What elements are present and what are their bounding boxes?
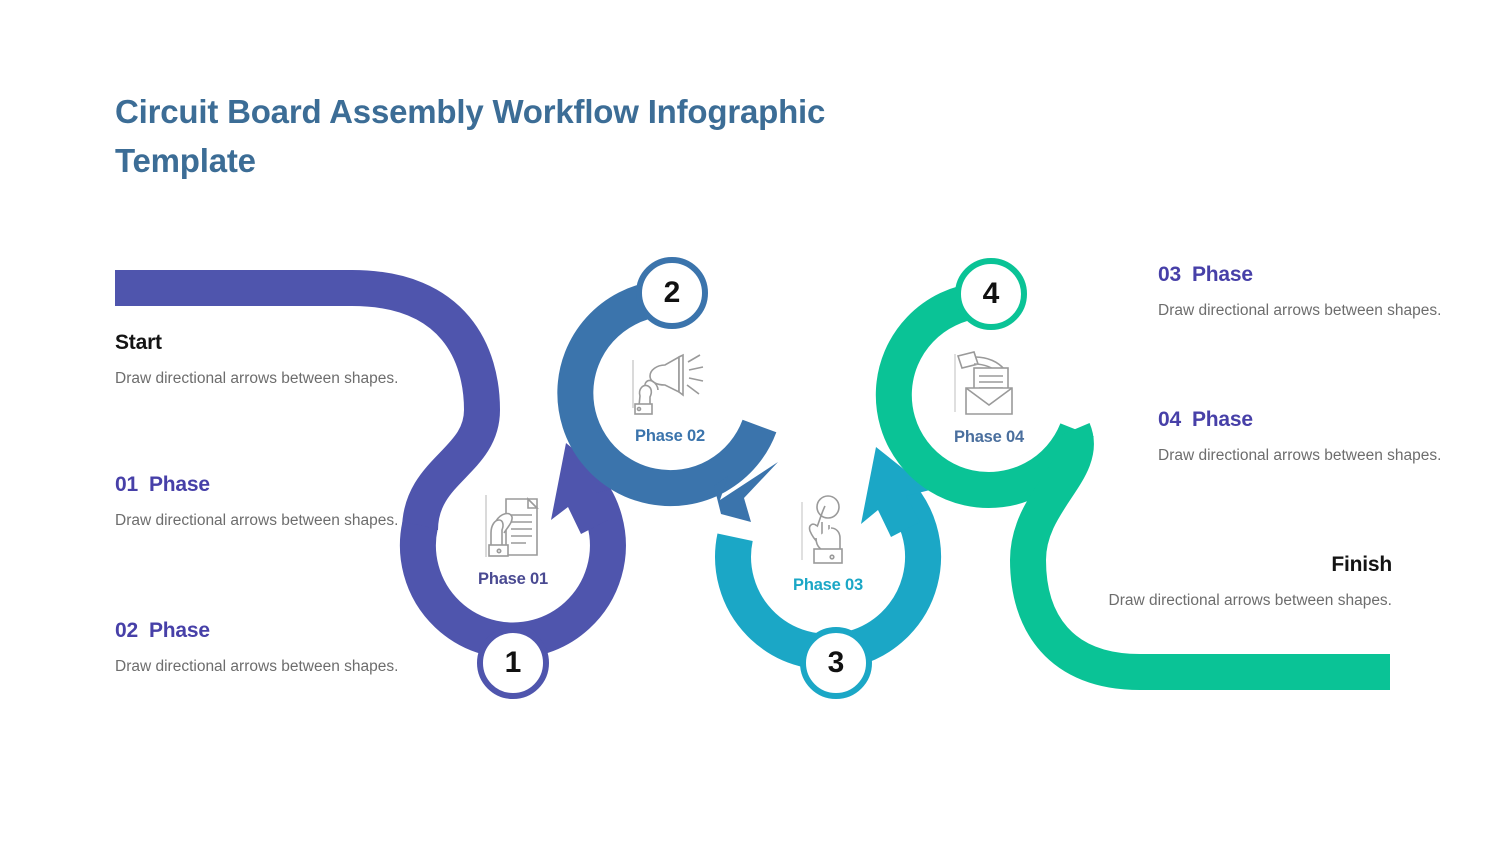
block-heading-text: Start xyxy=(115,331,162,354)
finish-bar-cap xyxy=(1330,654,1390,690)
block-body-start: Draw directional arrows between shapes. xyxy=(115,370,399,388)
arrow-phase-02-to-03 xyxy=(714,462,778,522)
ring-phase-02 xyxy=(557,281,777,507)
phase-label-04: Phase 04 xyxy=(954,428,1024,446)
block-number: 02 xyxy=(115,619,138,642)
start-bar-and-curve xyxy=(115,270,501,532)
block-heading-phase-03: 03 Phase xyxy=(1158,262,1448,287)
block-number: 03 xyxy=(1158,263,1181,286)
hand-megaphone-icon xyxy=(575,344,765,422)
block-body-finish: Draw directional arrows between shapes. xyxy=(1108,592,1392,610)
block-heading-phase-02: 02 Phase xyxy=(115,618,415,643)
phase-node-02: Phase 02 xyxy=(575,344,765,446)
hand-document-icon xyxy=(418,487,608,565)
block-body-phase-04: Draw directional arrows between shapes. xyxy=(1158,447,1442,465)
text-block-phase-02: 02 Phase Draw directional arrows between … xyxy=(115,618,415,680)
phase-node-01: Phase 01 xyxy=(418,487,608,589)
text-block-phase-03: 03 Phase Draw directional arrows between … xyxy=(1158,262,1448,324)
phase-node-04: Phase 04 xyxy=(894,345,1084,447)
step-badge-1[interactable]: 1 xyxy=(477,627,549,699)
block-heading-text: Phase xyxy=(148,473,210,496)
block-heading-text: Finish xyxy=(1331,553,1392,576)
block-heading-phase-01: 01 Phase xyxy=(115,472,415,497)
block-number: 04 xyxy=(1158,408,1181,431)
block-heading-phase-04: 04 Phase xyxy=(1158,407,1448,432)
block-number: 01 xyxy=(115,473,138,496)
block-heading-text: Phase xyxy=(1191,263,1253,286)
block-heading-text: Phase xyxy=(1191,408,1253,431)
hand-envelope-letter-icon xyxy=(894,345,1084,423)
finish-curve-and-bar xyxy=(1009,422,1385,690)
arrow-phase-03-to-04 xyxy=(861,447,930,537)
page-title: Circuit Board Assembly Workflow Infograp… xyxy=(115,93,826,179)
arrow-phase-01-to-02 xyxy=(551,443,620,534)
block-heading-text: Phase xyxy=(148,619,210,642)
text-block-phase-01: 01 Phase Draw directional arrows between … xyxy=(115,472,415,534)
text-block-finish: Finish Draw directional arrows between s… xyxy=(1100,552,1393,614)
step-badge-3[interactable]: 3 xyxy=(800,627,872,699)
text-block-phase-04: 04 Phase Draw directional arrows between … xyxy=(1158,407,1448,469)
phase-label-03: Phase 03 xyxy=(793,576,863,594)
block-body-phase-03: Draw directional arrows between shapes. xyxy=(1158,302,1442,320)
phase-label-02: Phase 02 xyxy=(635,427,705,445)
start-bar-cap xyxy=(115,270,175,306)
step-badge-2[interactable]: 2 xyxy=(636,257,708,329)
step-badge-4[interactable]: 4 xyxy=(955,258,1027,330)
ring-phase-04 xyxy=(875,282,1094,509)
hand-pointer-click-icon xyxy=(733,493,923,571)
block-body-phase-01: Draw directional arrows between shapes. xyxy=(115,512,399,530)
block-heading-start: Start xyxy=(115,330,415,355)
phase-node-03: Phase 03 xyxy=(733,493,923,595)
block-heading-finish: Finish xyxy=(1100,552,1392,577)
text-block-start: Start Draw directional arrows between sh… xyxy=(115,330,415,392)
block-body-phase-02: Draw directional arrows between shapes. xyxy=(115,658,399,676)
phase-label-01: Phase 01 xyxy=(478,570,548,588)
